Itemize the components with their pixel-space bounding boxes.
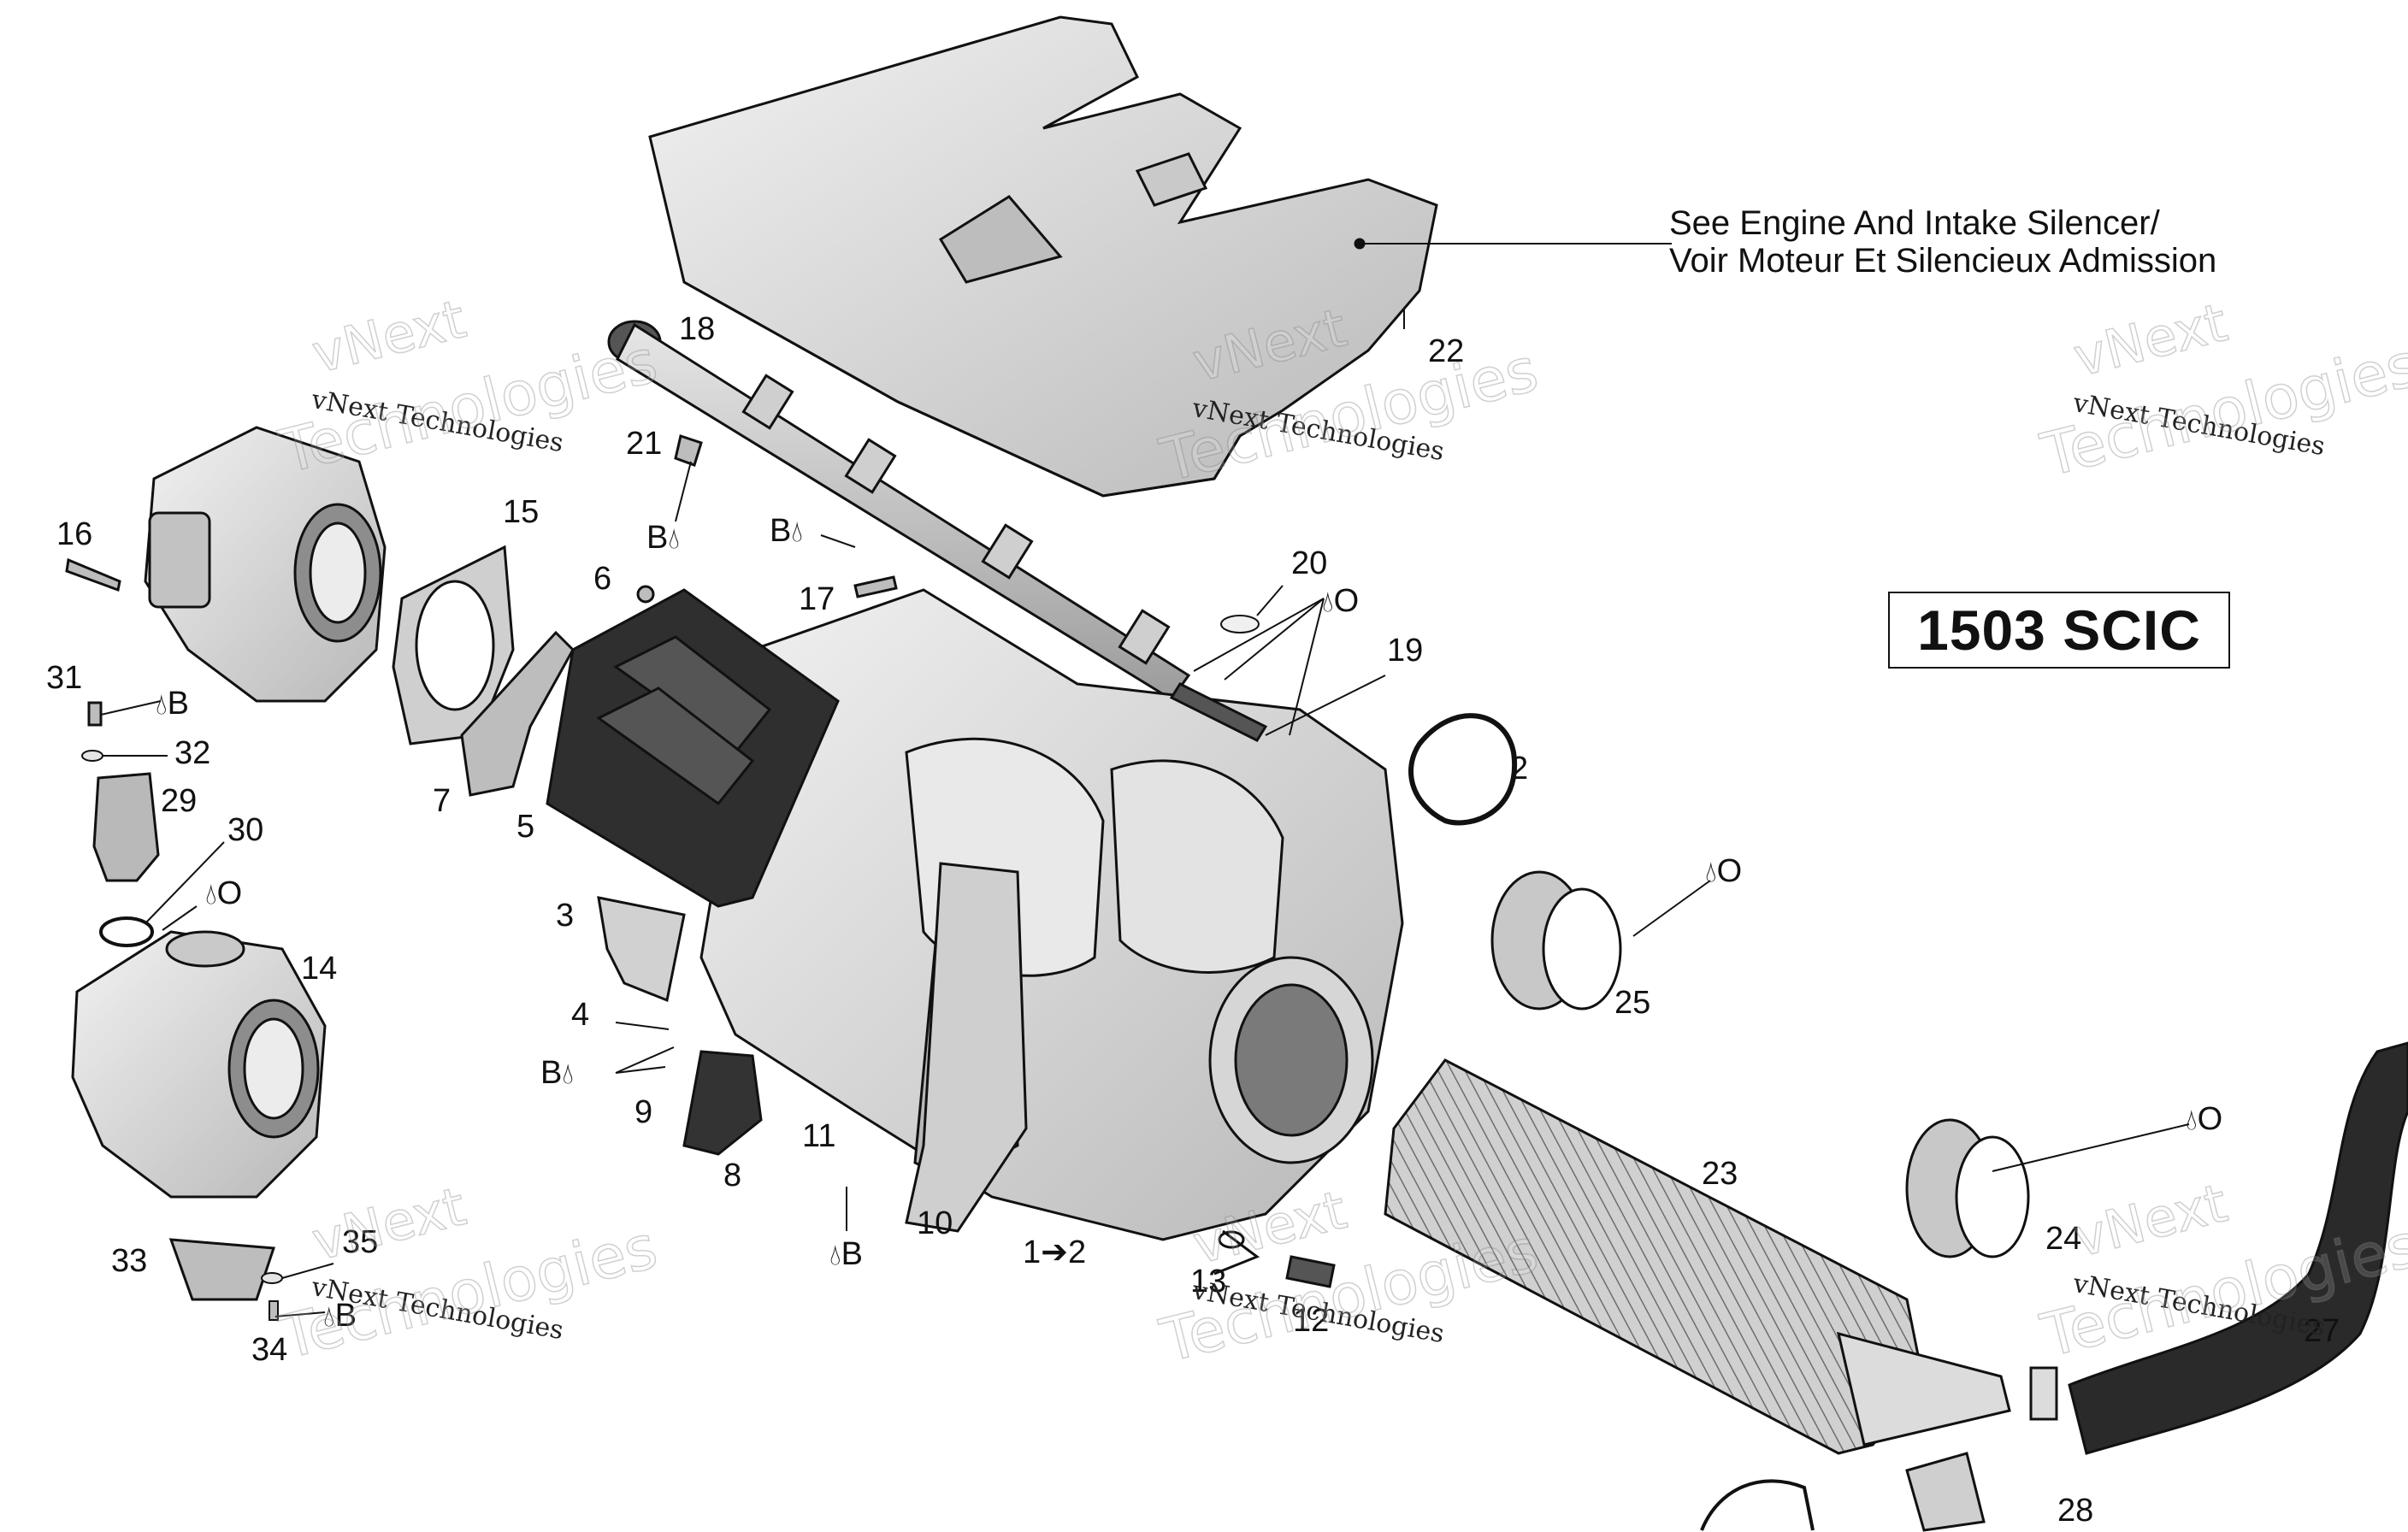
screw-16-part: [65, 557, 121, 592]
sleeve-25-part: [1490, 870, 1622, 1011]
intercooler-23-part: [1384, 1058, 2011, 1532]
part-label-23: 23: [1702, 1156, 1738, 1192]
part-label-5: 5: [516, 809, 535, 845]
part-label-8: 8: [723, 1158, 742, 1193]
part-label-16: 16: [56, 516, 93, 552]
lube-callout: 💧︎B: [323, 1298, 357, 1334]
part-label-12: 12: [1293, 1303, 1330, 1339]
throttle-body-lower-part: [71, 930, 327, 1199]
part-label-27: 27: [2304, 1313, 2340, 1349]
oil-drop-icon: 💧︎: [668, 522, 680, 555]
sleeve-24-part: [1905, 1118, 2030, 1258]
throttle-body-upper-part: [144, 426, 387, 703]
lube-callout: 💧︎O: [1705, 853, 1743, 889]
hose-27-part: [2068, 1041, 2408, 1455]
note-line-2: Voir Moteur Et Silencieux Admission: [1669, 242, 2217, 280]
part-label-10: 10: [917, 1205, 953, 1241]
oil-drop-icon: 💧︎: [2186, 1104, 2198, 1136]
part-label-18: 18: [679, 311, 716, 347]
part-label-9: 9: [634, 1094, 653, 1130]
part-label-15: 15: [503, 494, 540, 530]
fuel-rail-part: [607, 320, 1191, 702]
bracket-10-part: [905, 862, 1028, 1233]
part-label-28: 28: [2057, 1493, 2094, 1529]
part-label-30: 30: [227, 812, 264, 848]
part-label-19: 19: [1387, 633, 1424, 669]
lube-callout: 💧︎B: [156, 686, 189, 722]
part-label-25: 25: [1614, 985, 1651, 1021]
part-label-6: 6: [593, 561, 612, 597]
oil-drop-icon: 💧︎: [791, 516, 803, 548]
lube-callout: 💧︎B: [829, 1236, 863, 1272]
oil-drop-icon: 💧︎: [205, 878, 217, 910]
part-label-31: 31: [46, 660, 83, 696]
engine-cover-part: [648, 15, 1438, 498]
ecm-part: [546, 588, 840, 908]
part-label-2: 2: [1510, 751, 1529, 787]
oil-drop-icon: 💧︎: [1322, 586, 1334, 618]
part-label-13: 13: [1190, 1264, 1227, 1299]
iac-29-part: [92, 772, 160, 882]
part-label-35: 35: [342, 1224, 379, 1260]
part-label-32: 32: [174, 735, 211, 771]
tps-33-part: [168, 1238, 276, 1301]
bracket-7-part: [460, 630, 575, 797]
bracket-3-part: [597, 896, 686, 1003]
oil-drop-icon: 💧︎: [1705, 856, 1717, 888]
part-label-17: 17: [799, 581, 835, 617]
part-label-3: 3: [556, 898, 575, 934]
part-label-29: 29: [161, 783, 198, 819]
sensor-8-part: [682, 1050, 763, 1156]
note-line-1: See Engine And Intake Silencer/: [1669, 204, 2160, 242]
lube-callout: 💧︎O: [2186, 1101, 2223, 1137]
lube-callout: 💧︎O: [205, 875, 243, 911]
part-label-14: 14: [301, 951, 338, 987]
oil-drop-icon: 💧︎: [323, 1300, 335, 1333]
part-label-22: 22: [1428, 333, 1465, 369]
part-label-21: 21: [626, 426, 663, 462]
part-label-20: 20: [1291, 545, 1328, 581]
part-label-33: 33: [111, 1243, 148, 1279]
lube-callout: B💧︎: [646, 520, 680, 556]
model-badge: 1503 SCIC: [1888, 592, 2230, 669]
oil-drop-icon: 💧︎: [156, 688, 168, 721]
part-label-7: 7: [433, 783, 452, 819]
lube-callout: B💧︎: [770, 513, 803, 549]
part-label-11: 11: [802, 1118, 836, 1154]
part-label-4: 4: [571, 997, 590, 1033]
part-label-24: 24: [2045, 1221, 2082, 1257]
lube-callout: B💧︎: [540, 1055, 574, 1091]
part-label-34: 34: [251, 1332, 288, 1368]
oil-drop-icon: 💧︎: [829, 1239, 841, 1271]
o-ring-2-part: [1408, 713, 1518, 826]
model-label: 1503 SCIC: [1917, 598, 2201, 662]
lube-callout: 💧︎O: [1322, 583, 1360, 619]
part-label-1: 1➔2: [1023, 1234, 1087, 1270]
oil-drop-icon: 💧︎: [562, 1058, 574, 1090]
leader-lines: [100, 308, 2190, 1317]
